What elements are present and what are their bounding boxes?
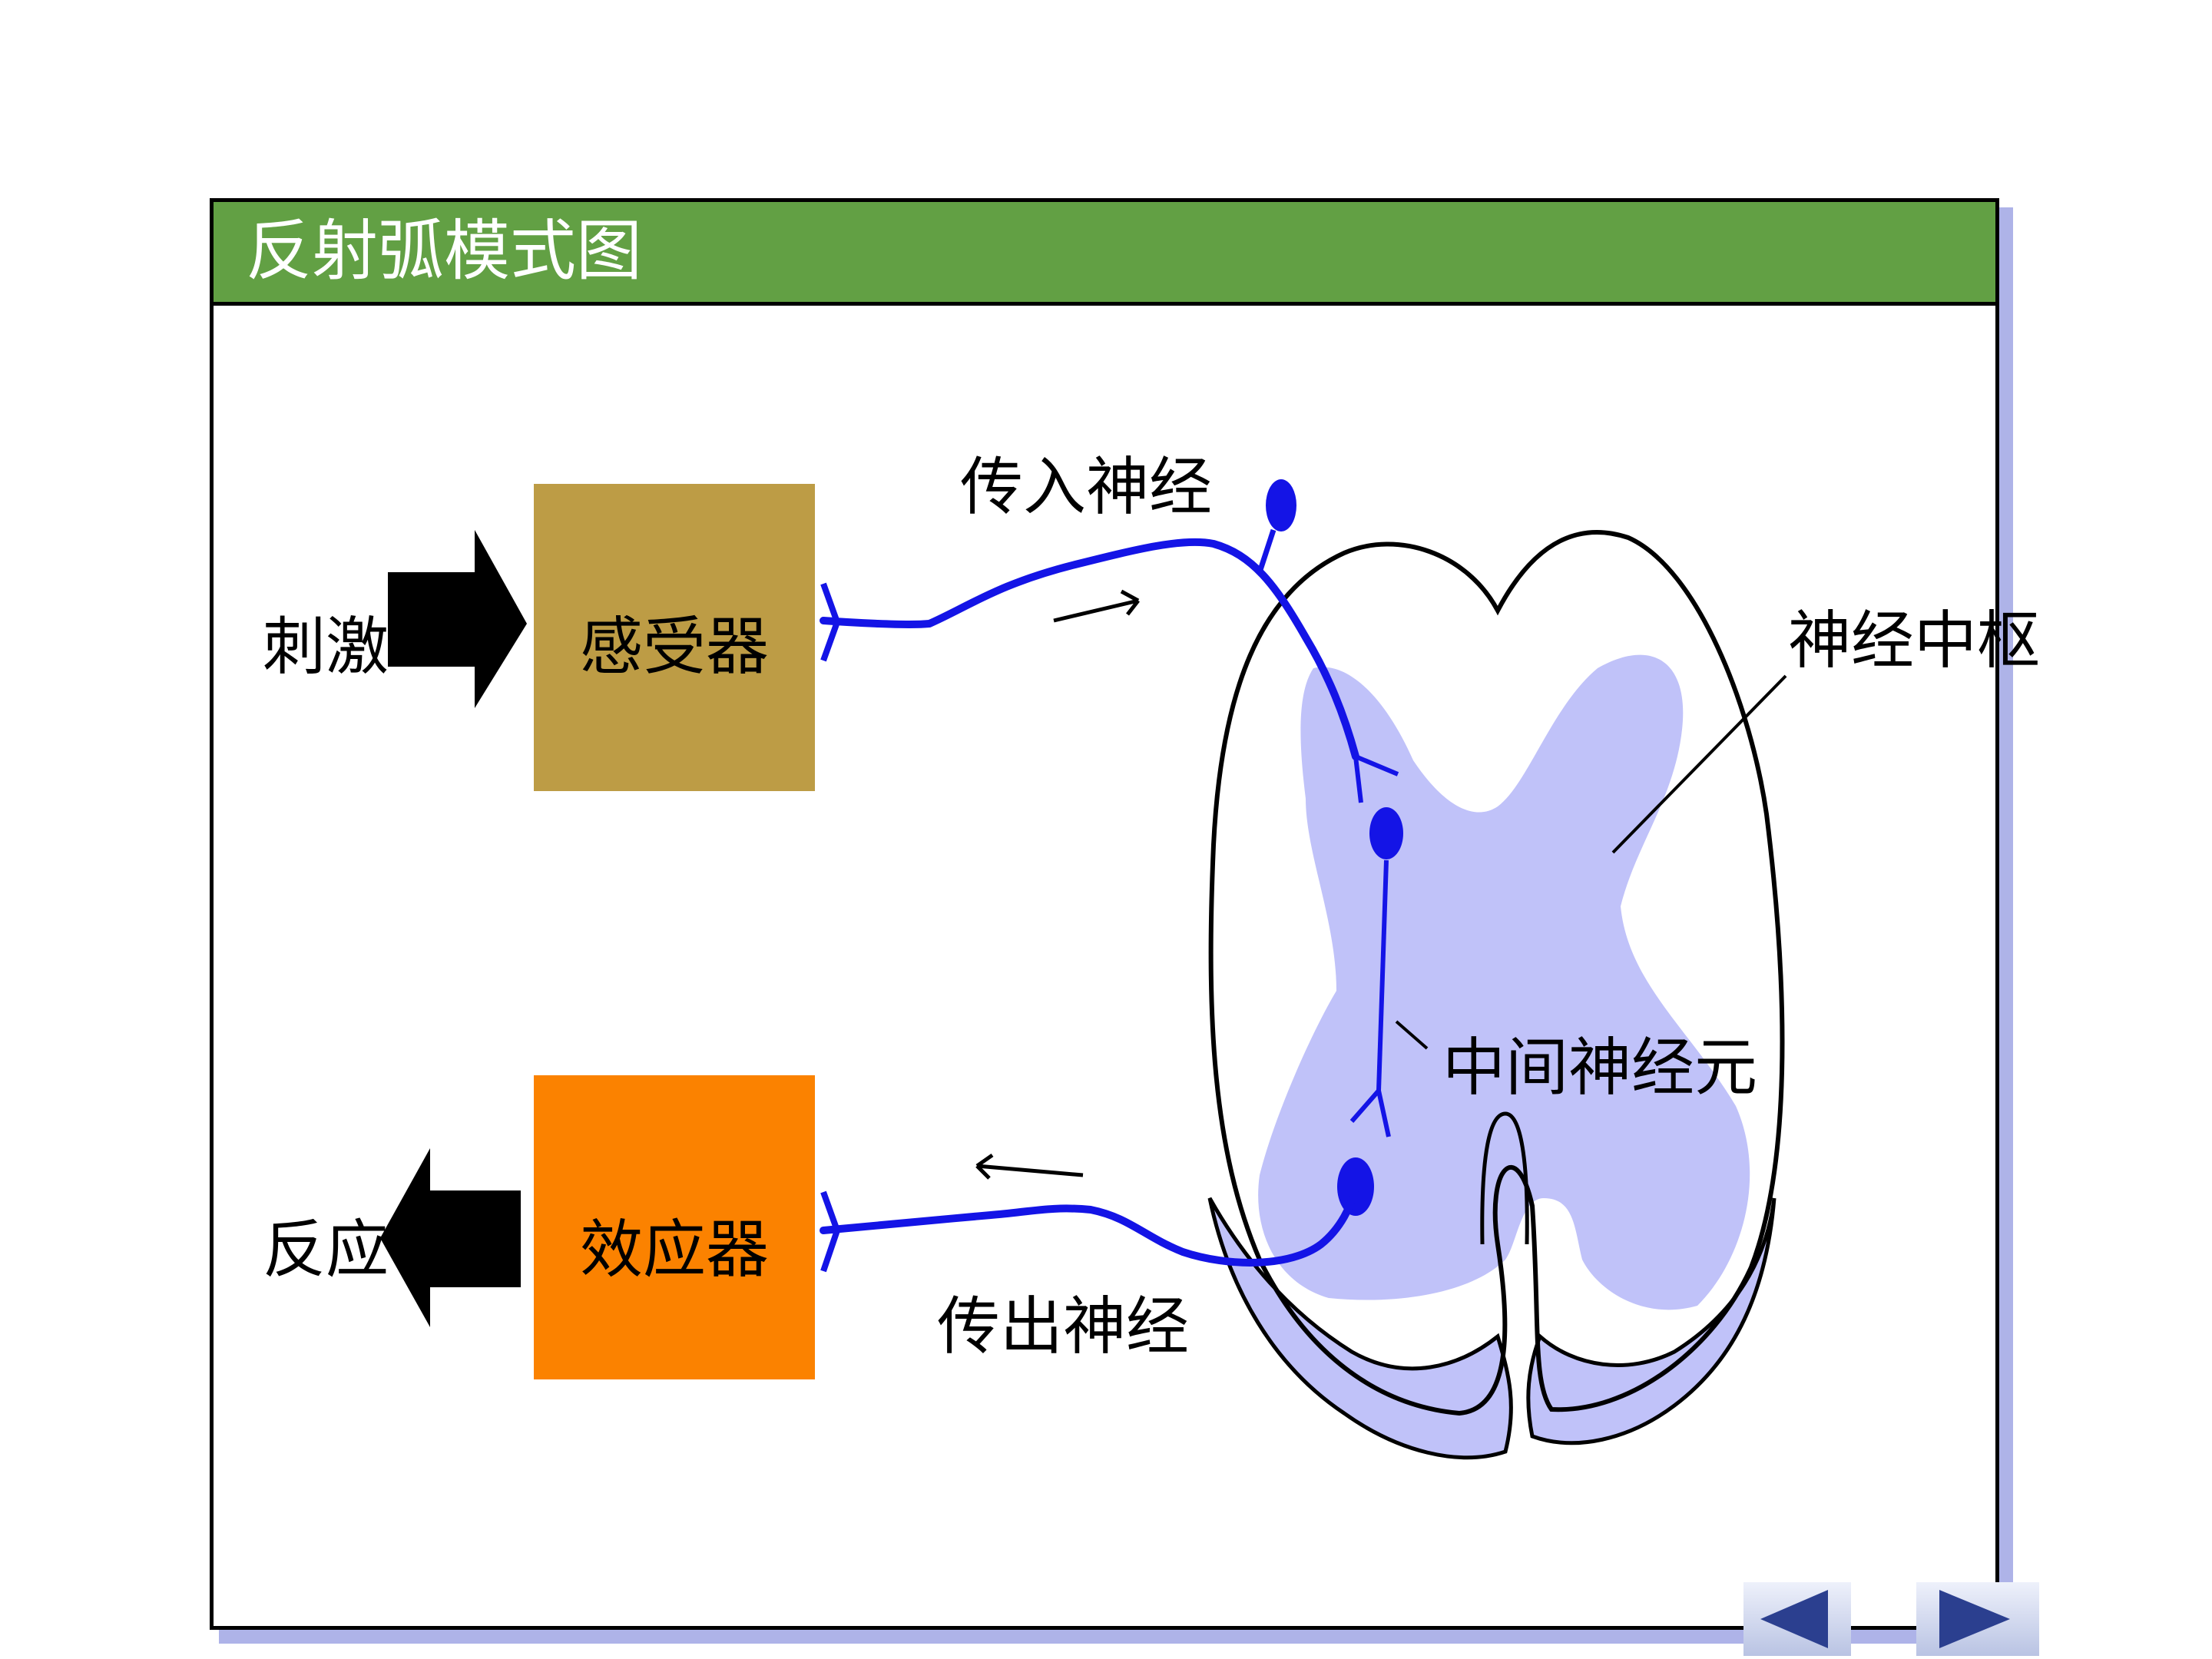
diagram-title: 反射弧模式图 <box>246 213 642 290</box>
afferent-nerve-label: 传入神经 <box>960 451 1212 524</box>
gray-matter-shape <box>1258 654 1750 1310</box>
interneuron-axon <box>1376 859 1389 1091</box>
interneuron-leader-line <box>1395 1020 1429 1050</box>
afferent-cell-body <box>1266 479 1296 531</box>
central-canal <box>1480 1111 1529 1245</box>
effector-label: 效应器 <box>580 1214 769 1286</box>
nerve-center-label: 神经中枢 <box>1788 604 2040 677</box>
triangle-left-icon <box>1760 1590 1828 1648</box>
response-label: 反应 <box>263 1214 389 1286</box>
header-bar: 反射弧模式图 <box>214 202 1995 306</box>
effector-box <box>534 1075 815 1379</box>
stimulus-arrow <box>388 530 527 708</box>
interneuron-label: 中间神经元 <box>1442 1031 1757 1104</box>
afferent-terminal <box>1353 754 1399 803</box>
previous-button[interactable] <box>1743 1582 1851 1656</box>
triangle-right-icon <box>1939 1590 2010 1648</box>
afferent-nerve <box>820 538 1359 760</box>
afferent-dendrite <box>820 582 841 662</box>
efferent-direction-arrow <box>975 1153 1084 1180</box>
efferent-terminal <box>820 1190 841 1273</box>
afferent-cell-stem <box>1257 528 1277 574</box>
interneuron-terminal <box>1349 1089 1391 1137</box>
afferent-direction-arrow <box>1053 589 1140 623</box>
interneuron-cell-body <box>1369 807 1403 859</box>
diagram-panel: 反射弧模式图 <box>210 198 1999 1630</box>
receptor-label: 感受器 <box>580 611 769 684</box>
next-button[interactable] <box>1916 1582 2039 1656</box>
efferent-nerve-label: 传出神经 <box>937 1290 1189 1363</box>
nerve-center-leader-line <box>1611 674 1787 854</box>
lower-lobe-left <box>1207 1197 1513 1460</box>
stimulus-label: 刺激 <box>263 611 389 684</box>
response-arrow <box>380 1148 521 1327</box>
efferent-nerve <box>820 1183 1359 1267</box>
spinal-cord-outline <box>1208 530 1785 1416</box>
receptor-box <box>534 484 815 791</box>
lower-lobe-right <box>1526 1197 1777 1445</box>
